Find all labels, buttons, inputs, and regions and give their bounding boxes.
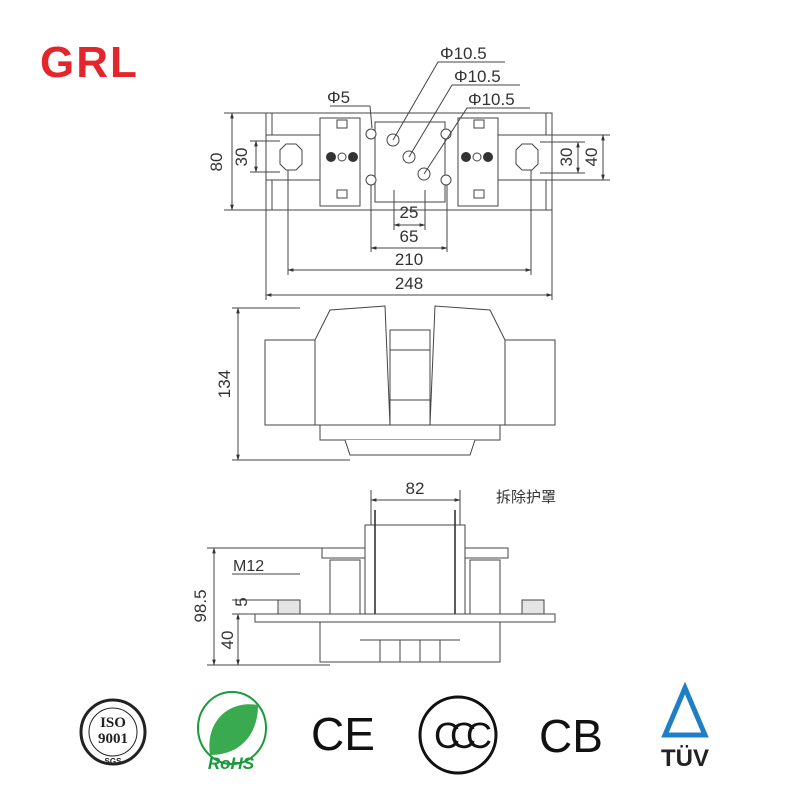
cb-logo: CB [539, 710, 603, 762]
dim-210: 210 [395, 250, 423, 269]
dim-134: 134 [215, 370, 234, 398]
ccc-logo: CCC [418, 695, 501, 775]
remove-cover-note: 拆除护罩 [496, 489, 556, 506]
front-view: 82 拆除护罩 M12 98.5 5 40 [191, 479, 556, 666]
dim-248: 248 [395, 274, 423, 293]
dim-5: 5 [232, 597, 251, 606]
iso-9001-logo: ISO 9001 SGS [79, 698, 147, 766]
dim-65: 65 [400, 227, 419, 246]
tuv-logo: TÜV [661, 681, 709, 772]
hole-label-3: Φ10.5 [468, 90, 515, 109]
certifications: ISO 9001 SGS RoHS CE CCC CB TÜV [79, 681, 709, 775]
dim-25: 25 [400, 203, 419, 222]
svg-text:CCC: CCC [434, 715, 491, 756]
small-hole-label: Φ5 [327, 88, 350, 107]
svg-text:9001: 9001 [98, 731, 128, 747]
dim-82: 82 [406, 479, 425, 498]
rohs-logo: RoHS [197, 691, 267, 773]
dim-30-right: 30 [557, 148, 576, 167]
hole-label-2: Φ10.5 [454, 67, 501, 86]
ce-logo: CE [311, 708, 375, 760]
thread-label: M12 [233, 558, 264, 575]
top-view: Φ10.5 Φ10.5 Φ10.5 Φ5 80 30 30 40 25 65 2… [207, 44, 610, 300]
dim-98-5: 98.5 [191, 589, 210, 622]
svg-text:ISO: ISO [100, 715, 126, 731]
brand-logo: GRL [40, 38, 139, 87]
svg-text:RoHS: RoHS [208, 754, 255, 773]
side-view: 134 [215, 305, 556, 461]
dim-80: 80 [207, 153, 226, 172]
dim-40-front: 40 [218, 631, 237, 650]
svg-text:SGS: SGS [105, 757, 123, 766]
hole-label-1: Φ10.5 [440, 44, 487, 63]
svg-text:TÜV: TÜV [661, 745, 709, 772]
dim-30-left: 30 [232, 148, 251, 167]
dim-40: 40 [582, 148, 601, 167]
